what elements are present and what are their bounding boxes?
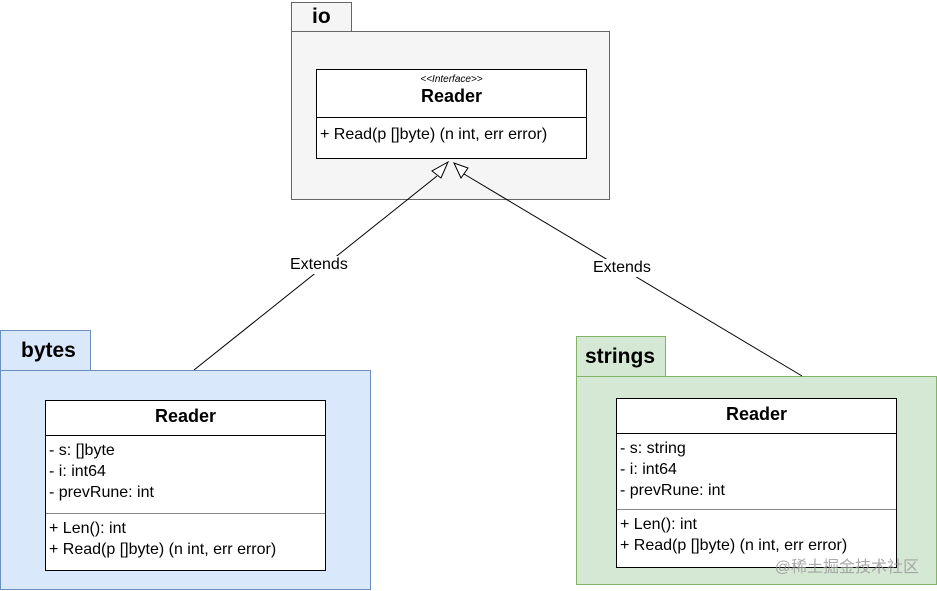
bytes-method-read: + Read(p []byte) (n int, err error) bbox=[49, 541, 277, 558]
strings-package-tab: strings bbox=[576, 336, 666, 376]
strings-reader-header: Reader bbox=[617, 399, 896, 434]
watermark: @稀土掘金技术社区 bbox=[774, 559, 919, 576]
io-method-read: + Read(p []byte) (n int, err error) bbox=[320, 126, 548, 143]
bytes-package-tab: bytes bbox=[0, 330, 91, 370]
bytes-package-name: bytes bbox=[21, 338, 76, 362]
strings-method-len: + Len(): int bbox=[620, 516, 697, 533]
io-reader-methods: + Read(p []byte) (n int, err error) bbox=[317, 118, 586, 149]
strings-reader-methods: + Len(): int + Read(p []byte) (n int, er… bbox=[617, 510, 896, 560]
bytes-reader-name: Reader bbox=[154, 406, 217, 426]
io-reader-interface: <<Interface>> Reader + Read(p []byte) (n… bbox=[316, 69, 587, 159]
strings-reader-attributes: - s: string - i: int64 - prevRune: int bbox=[617, 434, 896, 510]
strings-extends-label: Extends bbox=[591, 259, 653, 277]
bytes-reader-header: Reader bbox=[46, 401, 325, 436]
interface-stereotype: <<Interface>> bbox=[420, 74, 483, 85]
strings-reader-name: Reader bbox=[725, 404, 788, 424]
io-reader-name: Reader bbox=[420, 86, 483, 106]
bytes-reader-class: Reader - s: []byte - i: int64 - prevRune… bbox=[45, 400, 326, 571]
strings-reader-class: Reader - s: string - i: int64 - prevRune… bbox=[616, 398, 897, 568]
bytes-attr-prevrune: - prevRune: int bbox=[49, 484, 154, 501]
io-package-name: io bbox=[312, 5, 331, 28]
strings-package-name: strings bbox=[585, 344, 656, 368]
strings-attr-prevrune: - prevRune: int bbox=[620, 482, 725, 499]
strings-attr-i: - i: int64 bbox=[620, 461, 677, 478]
bytes-extends-label: Extends bbox=[288, 256, 350, 274]
bytes-extends-arrowhead bbox=[431, 160, 450, 179]
io-package-tab: io bbox=[291, 2, 352, 31]
bytes-attr-s: - s: []byte bbox=[49, 442, 115, 459]
bytes-attr-i: - i: int64 bbox=[49, 463, 106, 480]
strings-attr-s: - s: string bbox=[620, 440, 686, 457]
bytes-reader-attributes: - s: []byte - i: int64 - prevRune: int bbox=[46, 436, 325, 514]
strings-extends-arrowhead bbox=[453, 162, 469, 179]
bytes-reader-methods: + Len(): int + Read(p []byte) (n int, er… bbox=[46, 514, 325, 564]
strings-method-read: + Read(p []byte) (n int, err error) bbox=[620, 537, 848, 554]
io-reader-header: <<Interface>> Reader bbox=[317, 70, 586, 118]
bytes-method-len: + Len(): int bbox=[49, 520, 126, 537]
